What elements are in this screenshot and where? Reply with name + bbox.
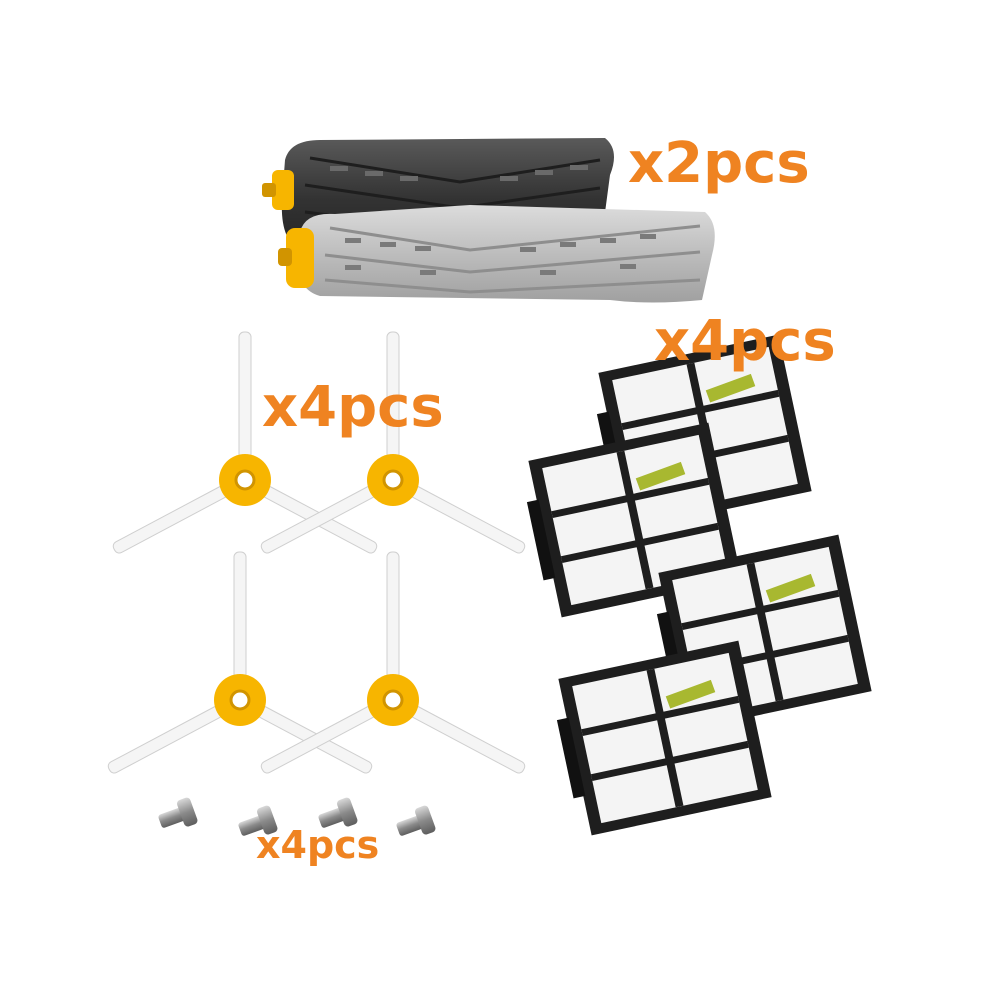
side-brush-icon xyxy=(107,551,373,774)
rollers-quantity-label: x2pcs xyxy=(628,131,810,196)
screw-icon xyxy=(158,797,198,828)
screws-quantity-label: x4pcs xyxy=(256,823,380,867)
side-brushes-quantity-label: x4pcs xyxy=(262,375,444,440)
screw-icon xyxy=(396,805,436,836)
side-brush-icon xyxy=(112,331,378,554)
screw-icon xyxy=(318,797,358,828)
filters-quantity-label: x4pcs xyxy=(654,309,836,374)
screw-icon xyxy=(238,805,278,836)
hepa-filter-icon xyxy=(556,640,772,836)
side-brush-icon xyxy=(260,551,526,774)
side-brush-icon xyxy=(260,331,526,554)
roller-brush-icon xyxy=(278,205,715,303)
